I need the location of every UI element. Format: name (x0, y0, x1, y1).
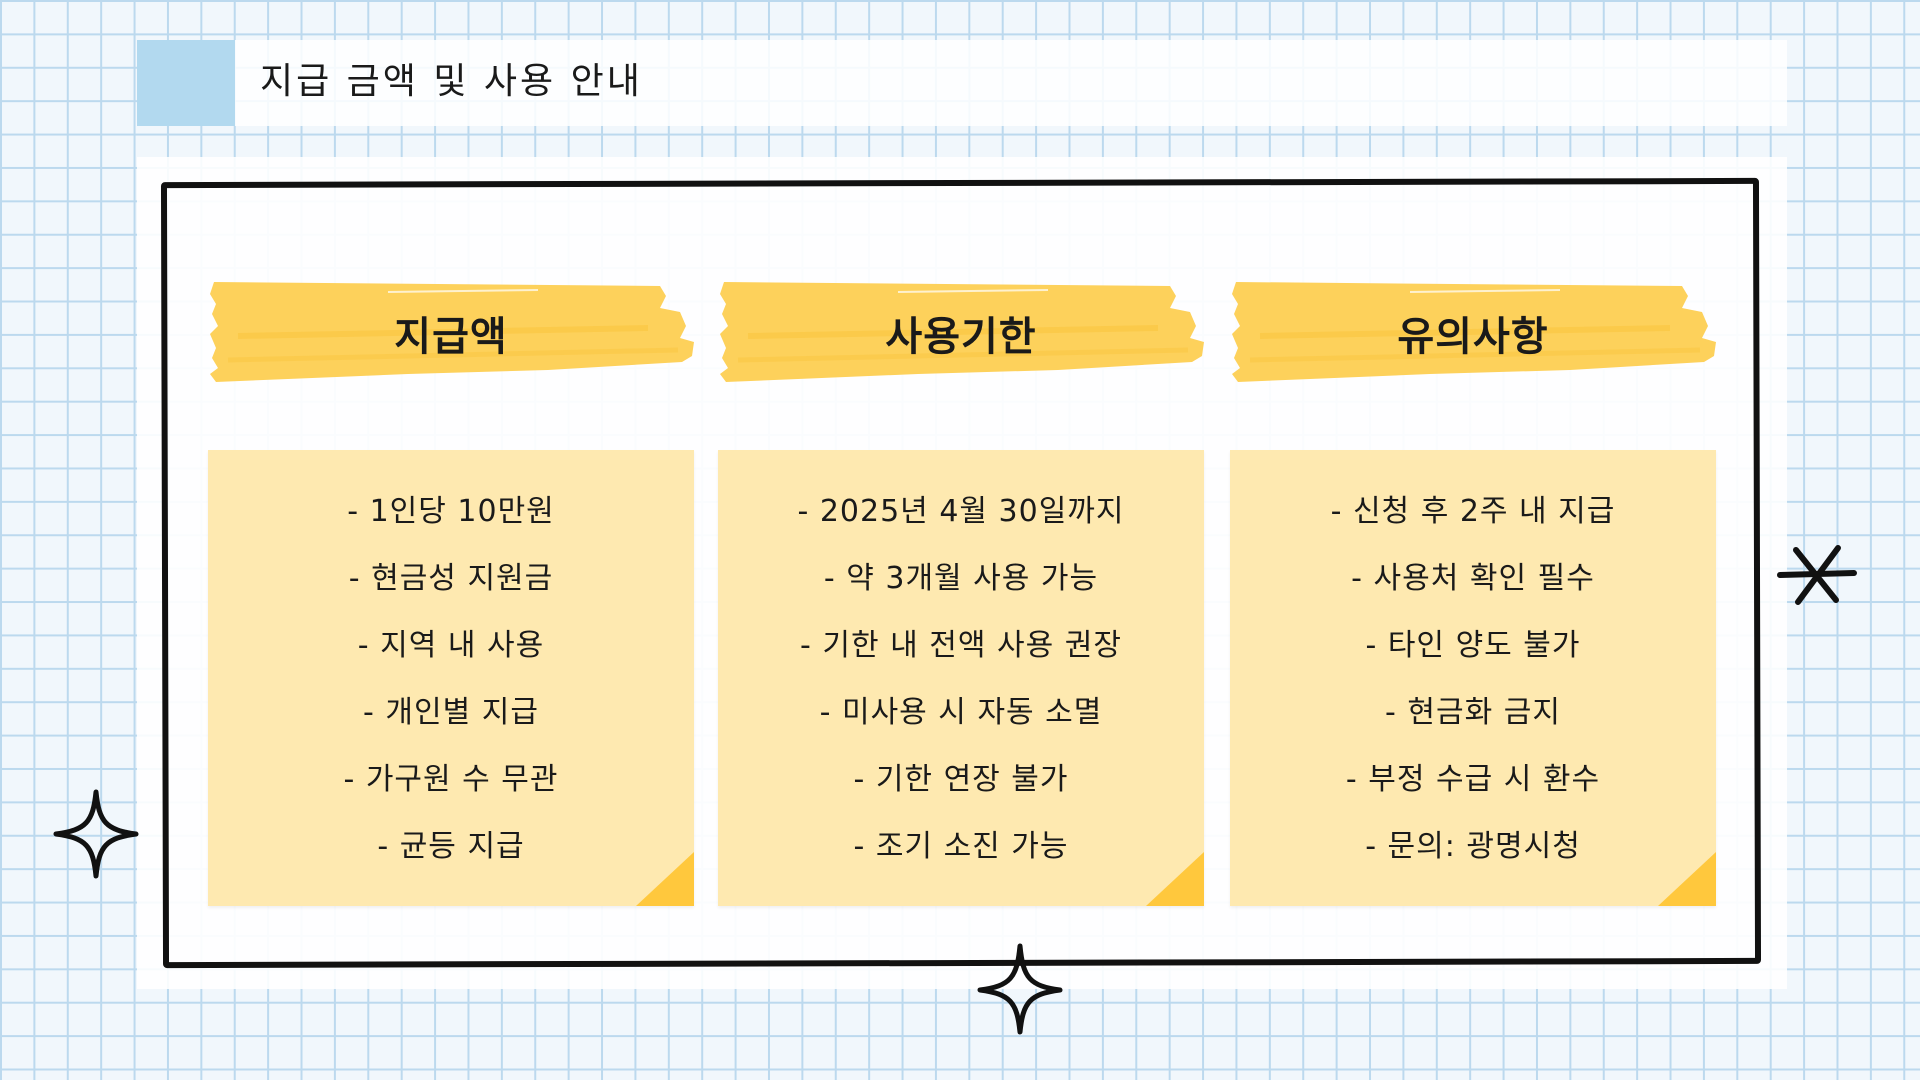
column-heading: 유의사항 (1397, 314, 1549, 360)
column-heading: 사용기한 (885, 314, 1037, 360)
brush-stroke-icon (1232, 282, 1716, 382)
list-item: - 약 3개월 사용 가능 (823, 561, 1099, 596)
list-item: - 1인당 10만원 (347, 494, 555, 529)
list-item: - 미사용 시 자동 소멸 (819, 695, 1103, 730)
title-bar (137, 40, 1787, 126)
column-payment-amount: 지급액 - 1인당 10만원 - 현금성 지원금 - 지역 내 사용 - 개인별… (208, 278, 694, 906)
list-item: - 문의: 광명시청 (1365, 829, 1581, 864)
sticky-note: - 신청 후 2주 내 지급 - 사용처 확인 필수 - 타인 양도 불가 - … (1230, 450, 1716, 906)
column-heading: 지급액 (394, 314, 508, 360)
list-item: - 사용처 확인 필수 (1351, 561, 1595, 596)
brush-stroke-icon (210, 282, 694, 382)
list-item: - 현금화 금지 (1385, 695, 1561, 730)
list-item: - 신청 후 2주 내 지급 (1330, 494, 1616, 529)
list-item: - 부정 수급 시 환수 (1345, 762, 1601, 797)
list-item: - 기한 내 전액 사용 권장 (800, 628, 1122, 663)
sparkle-icon (977, 943, 1063, 1035)
asterisk-icon (1777, 545, 1857, 605)
sticky-note: - 2025년 4월 30일까지 - 약 3개월 사용 가능 - 기한 내 전액… (718, 450, 1204, 906)
list-item: - 지역 내 사용 (357, 628, 545, 663)
note-fold-corner (1658, 852, 1716, 906)
list-item: - 2025년 4월 30일까지 (797, 494, 1125, 529)
page-title: 지급 금액 및 사용 안내 (260, 61, 643, 102)
list-item: - 기한 연장 불가 (853, 762, 1069, 797)
sticky-note: - 1인당 10만원 - 현금성 지원금 - 지역 내 사용 - 개인별 지급 … (208, 450, 694, 906)
note-fold-corner (1146, 852, 1204, 906)
brush-stroke-icon (720, 282, 1204, 382)
column-precautions: 유의사항 - 신청 후 2주 내 지급 - 사용처 확인 필수 - 타인 양도 … (1230, 278, 1716, 906)
list-item: - 조기 소진 가능 (853, 829, 1069, 864)
list-item: - 개인별 지급 (363, 695, 539, 730)
list-item: - 현금성 지원금 (348, 561, 554, 596)
brush-header: 사용기한 (718, 278, 1204, 390)
brush-header: 유의사항 (1230, 278, 1716, 390)
brush-header: 지급액 (208, 278, 694, 390)
column-usage-period: 사용기한 - 2025년 4월 30일까지 - 약 3개월 사용 가능 - 기한… (718, 278, 1204, 906)
title-accent-block (137, 40, 235, 126)
list-item: - 타인 양도 불가 (1365, 628, 1581, 663)
list-item: - 가구원 수 무관 (343, 762, 559, 797)
note-fold-corner (636, 852, 694, 906)
sparkle-icon (53, 789, 139, 879)
list-item: - 균등 지급 (377, 829, 525, 864)
